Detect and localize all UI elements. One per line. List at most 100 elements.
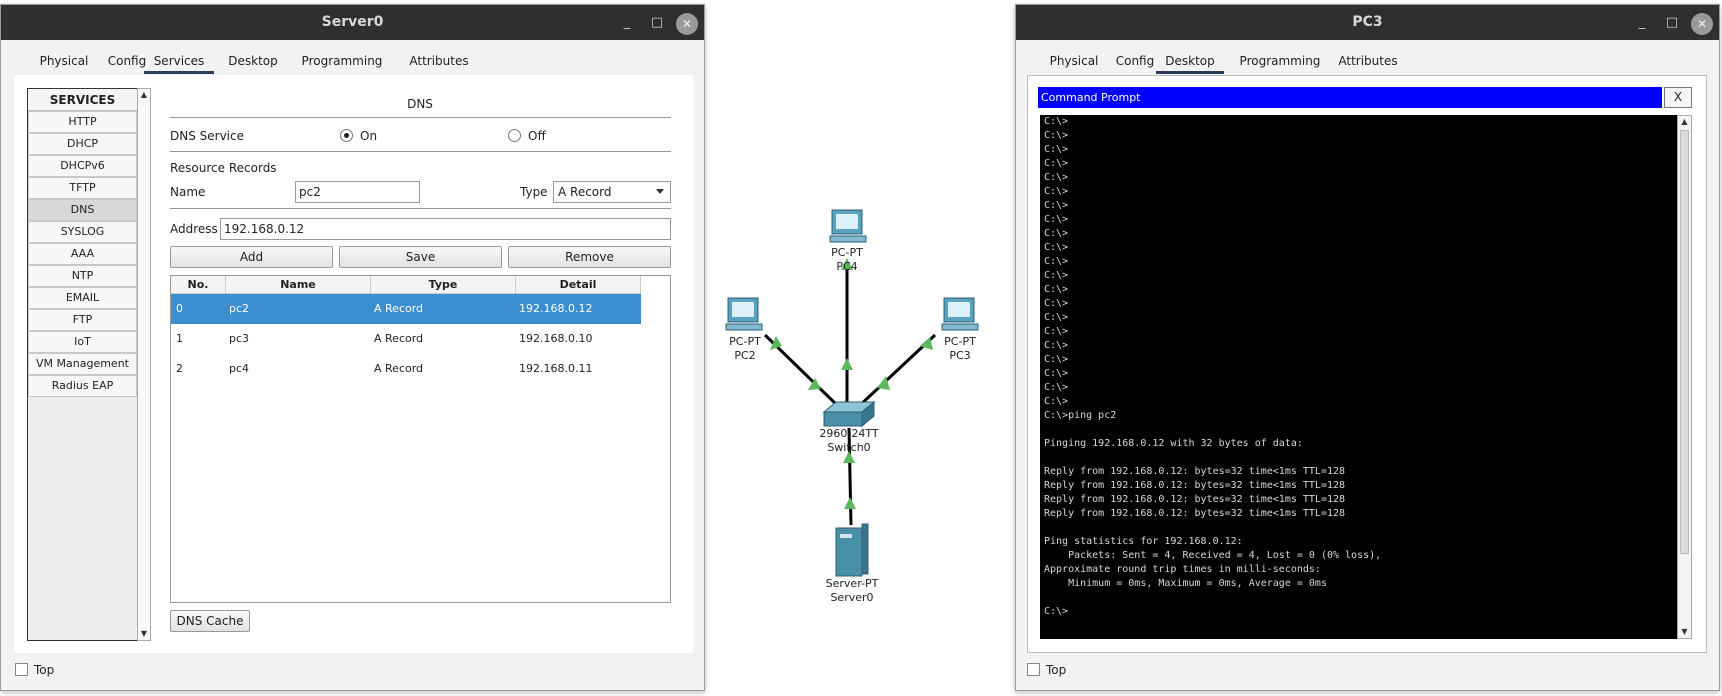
- service-dns[interactable]: DNS: [28, 199, 137, 221]
- scroll-down-icon[interactable]: ▼: [1681, 627, 1688, 636]
- service-ftp[interactable]: FTP: [28, 309, 137, 331]
- type-select[interactable]: A Record: [553, 181, 671, 203]
- link-pc3-switch[interactable]: [855, 333, 937, 410]
- column-detail[interactable]: Detail: [516, 276, 641, 294]
- top-checkbox[interactable]: [15, 663, 28, 676]
- dns-on-radio[interactable]: [340, 129, 353, 142]
- tab-services[interactable]: Services: [144, 48, 214, 74]
- tab-physical[interactable]: Physical: [1049, 54, 1099, 68]
- link-status-indicators: [770, 258, 933, 509]
- device-name: PC4: [836, 260, 858, 273]
- pc4-device-icon[interactable]: [829, 209, 867, 243]
- device-model: PC-PT: [831, 246, 863, 259]
- remove-button[interactable]: Remove: [508, 246, 671, 268]
- name-input[interactable]: pc2: [295, 181, 420, 203]
- switch-device-icon[interactable]: [822, 400, 876, 428]
- terminal-scrollbar[interactable]: ▲ ▼: [1677, 115, 1692, 639]
- scroll-up-icon[interactable]: ▲: [1681, 117, 1688, 126]
- pc3-label[interactable]: PC-PT PC3: [915, 335, 1005, 363]
- tab-desktop[interactable]: Desktop: [1156, 48, 1224, 74]
- cell-detail: 192.168.0.11: [519, 362, 593, 375]
- dns-cache-button[interactable]: DNS Cache: [170, 610, 250, 632]
- close-icon[interactable]: ✕: [1691, 13, 1713, 35]
- server0-label[interactable]: Server-PT Server0: [807, 577, 897, 605]
- close-icon[interactable]: ✕: [676, 13, 698, 35]
- service-radius-eap[interactable]: Radius EAP: [28, 375, 137, 397]
- device-model: PC-PT: [944, 335, 976, 348]
- tab-desktop[interactable]: Desktop: [228, 54, 278, 68]
- server0-titlebar[interactable]: Server0 _ □ ✕: [1, 5, 704, 40]
- minimize-icon[interactable]: _: [623, 15, 631, 30]
- terminal-line: C:\>ping pc2: [1044, 410, 1117, 421]
- cell-no: 1: [176, 332, 183, 345]
- tab-attributes[interactable]: Attributes: [409, 54, 469, 68]
- top-checkbox-label: Top: [34, 663, 55, 677]
- divider: [170, 208, 671, 209]
- terminal-line: C:\>: [1044, 158, 1069, 169]
- terminal-line: C:\>: [1044, 298, 1069, 309]
- services-scrollbar[interactable]: ▲ ▼: [137, 88, 151, 641]
- cell-no: 2: [176, 362, 183, 375]
- terminal-line: C:\>: [1044, 606, 1069, 617]
- tab-programming[interactable]: Programming: [301, 54, 383, 68]
- pc3-device-icon[interactable]: [941, 297, 979, 331]
- service-ntp[interactable]: NTP: [28, 265, 137, 287]
- maximize-icon[interactable]: □: [650, 15, 664, 30]
- scroll-down-icon[interactable]: ▼: [140, 629, 148, 638]
- terminal-line: Pinging 192.168.0.12 with 32 bytes of da…: [1044, 438, 1303, 449]
- service-dhcpv6[interactable]: DHCPv6: [28, 155, 137, 177]
- terminal-line: Reply from 192.168.0.12: bytes=32 time<1…: [1044, 494, 1346, 505]
- device-model: 2960-24TT: [819, 427, 879, 440]
- table-row[interactable]: 2 pc4 A Record 192.168.0.11: [171, 354, 641, 384]
- services-list: SERVICES HTTP DHCP DHCPv6 TFTP DNS SYSLO…: [27, 88, 137, 641]
- service-http[interactable]: HTTP: [28, 111, 137, 133]
- service-iot[interactable]: IoT: [28, 331, 137, 353]
- cell-no: 0: [176, 302, 183, 315]
- terminal-output[interactable]: C:\>C:\>C:\>C:\>C:\>C:\>C:\>C:\>C:\>C:\>…: [1040, 115, 1677, 639]
- top-checkbox[interactable]: [1027, 663, 1040, 676]
- service-dhcp[interactable]: DHCP: [28, 133, 137, 155]
- tab-config[interactable]: Config: [107, 54, 147, 68]
- cell-name: pc2: [229, 302, 250, 315]
- service-aaa[interactable]: AAA: [28, 243, 137, 265]
- command-prompt-close-button[interactable]: X: [1664, 87, 1692, 108]
- tab-programming[interactable]: Programming: [1239, 54, 1321, 68]
- terminal-line: C:\>: [1044, 228, 1069, 239]
- tab-physical[interactable]: Physical: [39, 54, 89, 68]
- switch0-label[interactable]: 2960-24TT Switch0: [804, 427, 894, 455]
- services-header: SERVICES: [28, 89, 137, 111]
- table-row[interactable]: 1 pc3 A Record 192.168.0.10: [171, 324, 641, 354]
- service-vm-management[interactable]: VM Management: [28, 353, 137, 375]
- service-tftp[interactable]: TFTP: [28, 177, 137, 199]
- pc2-label[interactable]: PC-PT PC2: [700, 335, 790, 363]
- terminal-line: C:\>: [1044, 284, 1069, 295]
- device-name: PC3: [949, 349, 971, 362]
- top-checkbox-label: Top: [1046, 663, 1067, 677]
- terminal-line: [1040, 423, 1677, 437]
- device-name: Switch0: [827, 441, 871, 454]
- add-button[interactable]: Add: [170, 246, 333, 268]
- server-device-icon[interactable]: [835, 523, 869, 577]
- column-name[interactable]: Name: [226, 276, 371, 294]
- pc3-titlebar[interactable]: PC3 _ □ ✕: [1016, 5, 1719, 40]
- service-email[interactable]: EMAIL: [28, 287, 137, 309]
- service-syslog[interactable]: SYSLOG: [28, 221, 137, 243]
- column-no[interactable]: No.: [171, 276, 226, 294]
- maximize-icon[interactable]: □: [1665, 15, 1679, 30]
- save-button[interactable]: Save: [339, 246, 502, 268]
- terminal-line: C:\>: [1044, 242, 1069, 253]
- tab-config[interactable]: Config: [1115, 54, 1155, 68]
- pc4-label[interactable]: PC-PT PC4: [802, 246, 892, 274]
- scroll-up-icon[interactable]: ▲: [140, 90, 148, 99]
- pc2-device-icon[interactable]: [725, 297, 763, 331]
- type-select-value: A Record: [558, 185, 612, 199]
- terminal-line: [1040, 591, 1677, 605]
- minimize-icon[interactable]: _: [1638, 15, 1646, 30]
- table-row[interactable]: 0 pc2 A Record 192.168.0.12: [171, 294, 641, 324]
- tab-attributes[interactable]: Attributes: [1338, 54, 1398, 68]
- column-type[interactable]: Type: [371, 276, 516, 294]
- terminal-line: [1040, 521, 1677, 535]
- scrollbar-thumb[interactable]: [1680, 130, 1689, 554]
- address-input[interactable]: 192.168.0.12: [220, 218, 671, 240]
- dns-off-radio[interactable]: [508, 129, 521, 142]
